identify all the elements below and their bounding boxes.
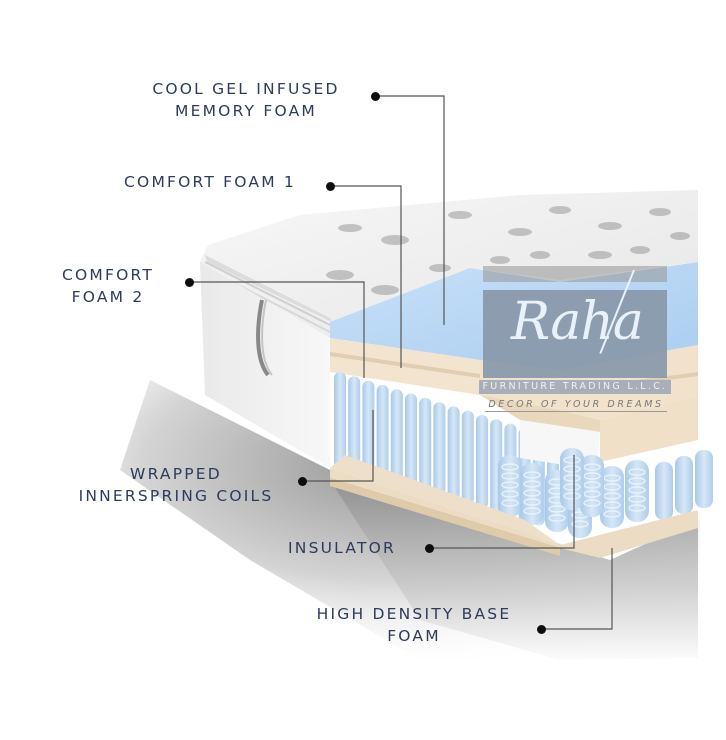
coil	[348, 376, 361, 473]
coil	[433, 402, 446, 497]
callout-line: MEMORY FOAM	[175, 102, 317, 120]
callout-dot	[298, 477, 307, 486]
callout-dot	[185, 278, 194, 287]
connector-wrapped-coils	[302, 410, 374, 482]
logo-tagline: DECOR OF YOUR DREAMS	[485, 398, 667, 412]
callout-comfort-foam-1: COMFORT FOAM 1	[100, 171, 320, 193]
callout-dot	[537, 625, 546, 634]
floor-shadow	[120, 380, 700, 660]
callout-cool-gel-memory-foam: COOL GEL INFUSED MEMORY FOAM	[128, 78, 364, 122]
coil	[520, 463, 544, 525]
coil	[695, 450, 713, 508]
coil	[461, 410, 474, 505]
coil	[560, 448, 584, 510]
connector-insulator	[429, 455, 575, 549]
coil	[675, 456, 693, 514]
callout-wrapped-innerspring-coils: WRAPPED INNERSPRING COILS	[60, 463, 292, 507]
mattress-side	[200, 262, 330, 468]
callout-insulator: INSULATOR	[274, 537, 410, 559]
callout-high-density-base-foam: HIGH DENSITY BASE FOAM	[298, 603, 530, 647]
layer-exposed-coils	[498, 448, 649, 538]
callout-line: WRAPPED	[130, 465, 222, 483]
logo-company: FURNITURE TRADING L.L.C.	[479, 380, 671, 394]
callout-line: COOL GEL INFUSED	[152, 80, 340, 98]
connector-cool-gel	[375, 95, 445, 325]
coil	[655, 462, 673, 520]
connector-comfort-foam-2	[189, 281, 365, 378]
callout-dot	[371, 92, 380, 101]
callout-line: INSULATOR	[288, 539, 396, 557]
coil	[476, 415, 488, 509]
callout-line: COMFORT FOAM 1	[124, 173, 296, 191]
connector-comfort-foam-1	[330, 185, 402, 368]
watermark-logo: Raha FURNITURE TRADING L.L.C. DECOR OF Y…	[479, 266, 671, 412]
layer-high-density-base-foam	[330, 455, 698, 558]
coil	[625, 460, 649, 522]
coil	[498, 455, 522, 517]
coil	[447, 406, 460, 501]
coil	[390, 389, 403, 485]
logo-panel	[483, 290, 667, 378]
callout-line: FOAM	[387, 627, 441, 645]
coil	[362, 380, 375, 477]
logo-top-band	[483, 266, 667, 282]
callout-comfort-foam-2: COMFORT FOAM 2	[48, 264, 168, 308]
connector-lines	[189, 95, 613, 630]
mattress-top-cover	[200, 190, 698, 340]
coil	[405, 393, 417, 489]
callout-line: HIGH DENSITY BASE	[316, 605, 512, 623]
callout-line: INNERSPRING COILS	[78, 487, 274, 505]
coil	[419, 397, 432, 493]
callout-dot	[425, 544, 434, 553]
coil	[376, 384, 389, 481]
callout-line: COMFORT	[61, 266, 155, 284]
coil	[334, 372, 346, 468]
callout-line: FOAM 2	[71, 288, 145, 306]
logo-brand-name: Raha	[511, 292, 644, 352]
callout-dot	[326, 182, 335, 191]
connector-base-foam	[541, 548, 613, 630]
